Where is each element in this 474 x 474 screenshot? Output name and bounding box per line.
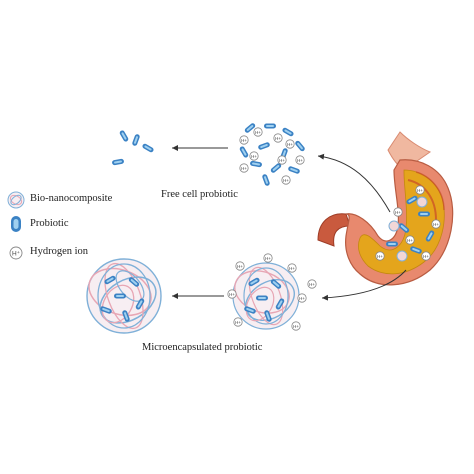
arrow-stomach-to-free bbox=[317, 153, 391, 213]
microencapsulated-probiotic-label: Microencapsulated probiotic bbox=[142, 342, 263, 353]
legend-hydrogen-label: Hydrogen ion bbox=[30, 246, 89, 257]
free-cell-probiotic-label: Free cell probiotic bbox=[161, 189, 238, 200]
legend-probiotic-icon bbox=[11, 216, 21, 232]
svg-text:H⁺: H⁺ bbox=[12, 251, 21, 258]
protected-microcapsule bbox=[86, 258, 162, 334]
microencapsulated-cluster bbox=[227, 253, 317, 331]
legend-nanocomposite-label: Bio-nanocomposite bbox=[30, 193, 113, 204]
arrow-stomach-to-micro bbox=[321, 269, 407, 301]
stomach-illustration bbox=[317, 131, 454, 286]
released-probiotics bbox=[111, 129, 155, 166]
legend-probiotic-label: Probiotic bbox=[30, 218, 69, 229]
legend-hydrogen-icon: H⁺ bbox=[9, 246, 23, 260]
legend-nanocomposite-icon bbox=[7, 191, 25, 209]
free-probiotic-cluster bbox=[238, 122, 306, 187]
